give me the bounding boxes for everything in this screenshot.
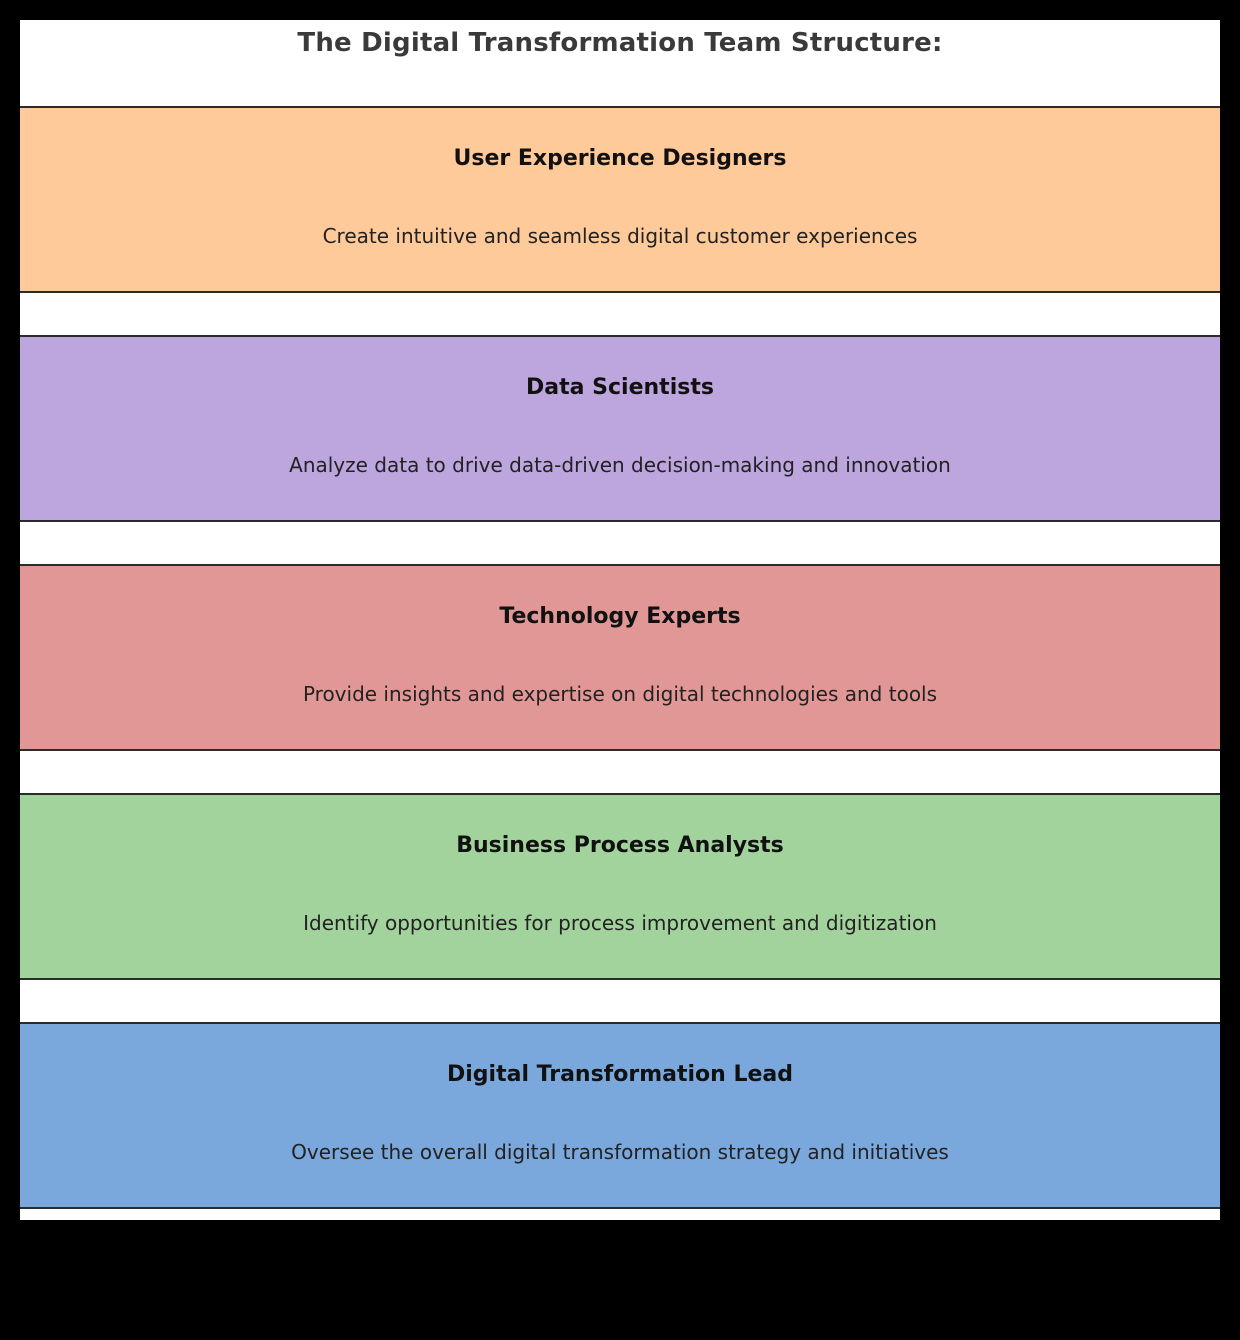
diagram-title: The Digital Transformation Team Structur… xyxy=(297,28,943,58)
role-title: Business Process Analysts xyxy=(456,833,784,858)
role-bar-digital-transformation-lead: Digital Transformation Lead Oversee the … xyxy=(20,1022,1220,1209)
role-description: Provide insights and expertise on digita… xyxy=(302,682,938,706)
role-description: Create intuitive and seamless digital cu… xyxy=(322,224,918,248)
role-bar-user-experience-designers: User Experience Designers Create intuiti… xyxy=(20,106,1220,293)
role-title: Digital Transformation Lead xyxy=(446,1062,794,1087)
diagram-panel: The Digital Transformation Team Structur… xyxy=(20,20,1220,1220)
role-title: Technology Experts xyxy=(499,604,741,629)
role-description: Analyze data to drive data-driven decisi… xyxy=(289,453,951,477)
role-bar-data-scientists: Data Scientists Analyze data to drive da… xyxy=(20,335,1220,522)
role-description: Oversee the overall digital transformati… xyxy=(291,1140,949,1164)
role-bar-technology-experts: Technology Experts Provide insights and … xyxy=(20,564,1220,751)
role-bar-business-process-analysts: Business Process Analysts Identify oppor… xyxy=(20,793,1220,980)
role-title: User Experience Designers xyxy=(453,146,787,171)
role-description: Identify opportunities for process impro… xyxy=(303,911,937,935)
role-title: Data Scientists xyxy=(526,375,714,400)
